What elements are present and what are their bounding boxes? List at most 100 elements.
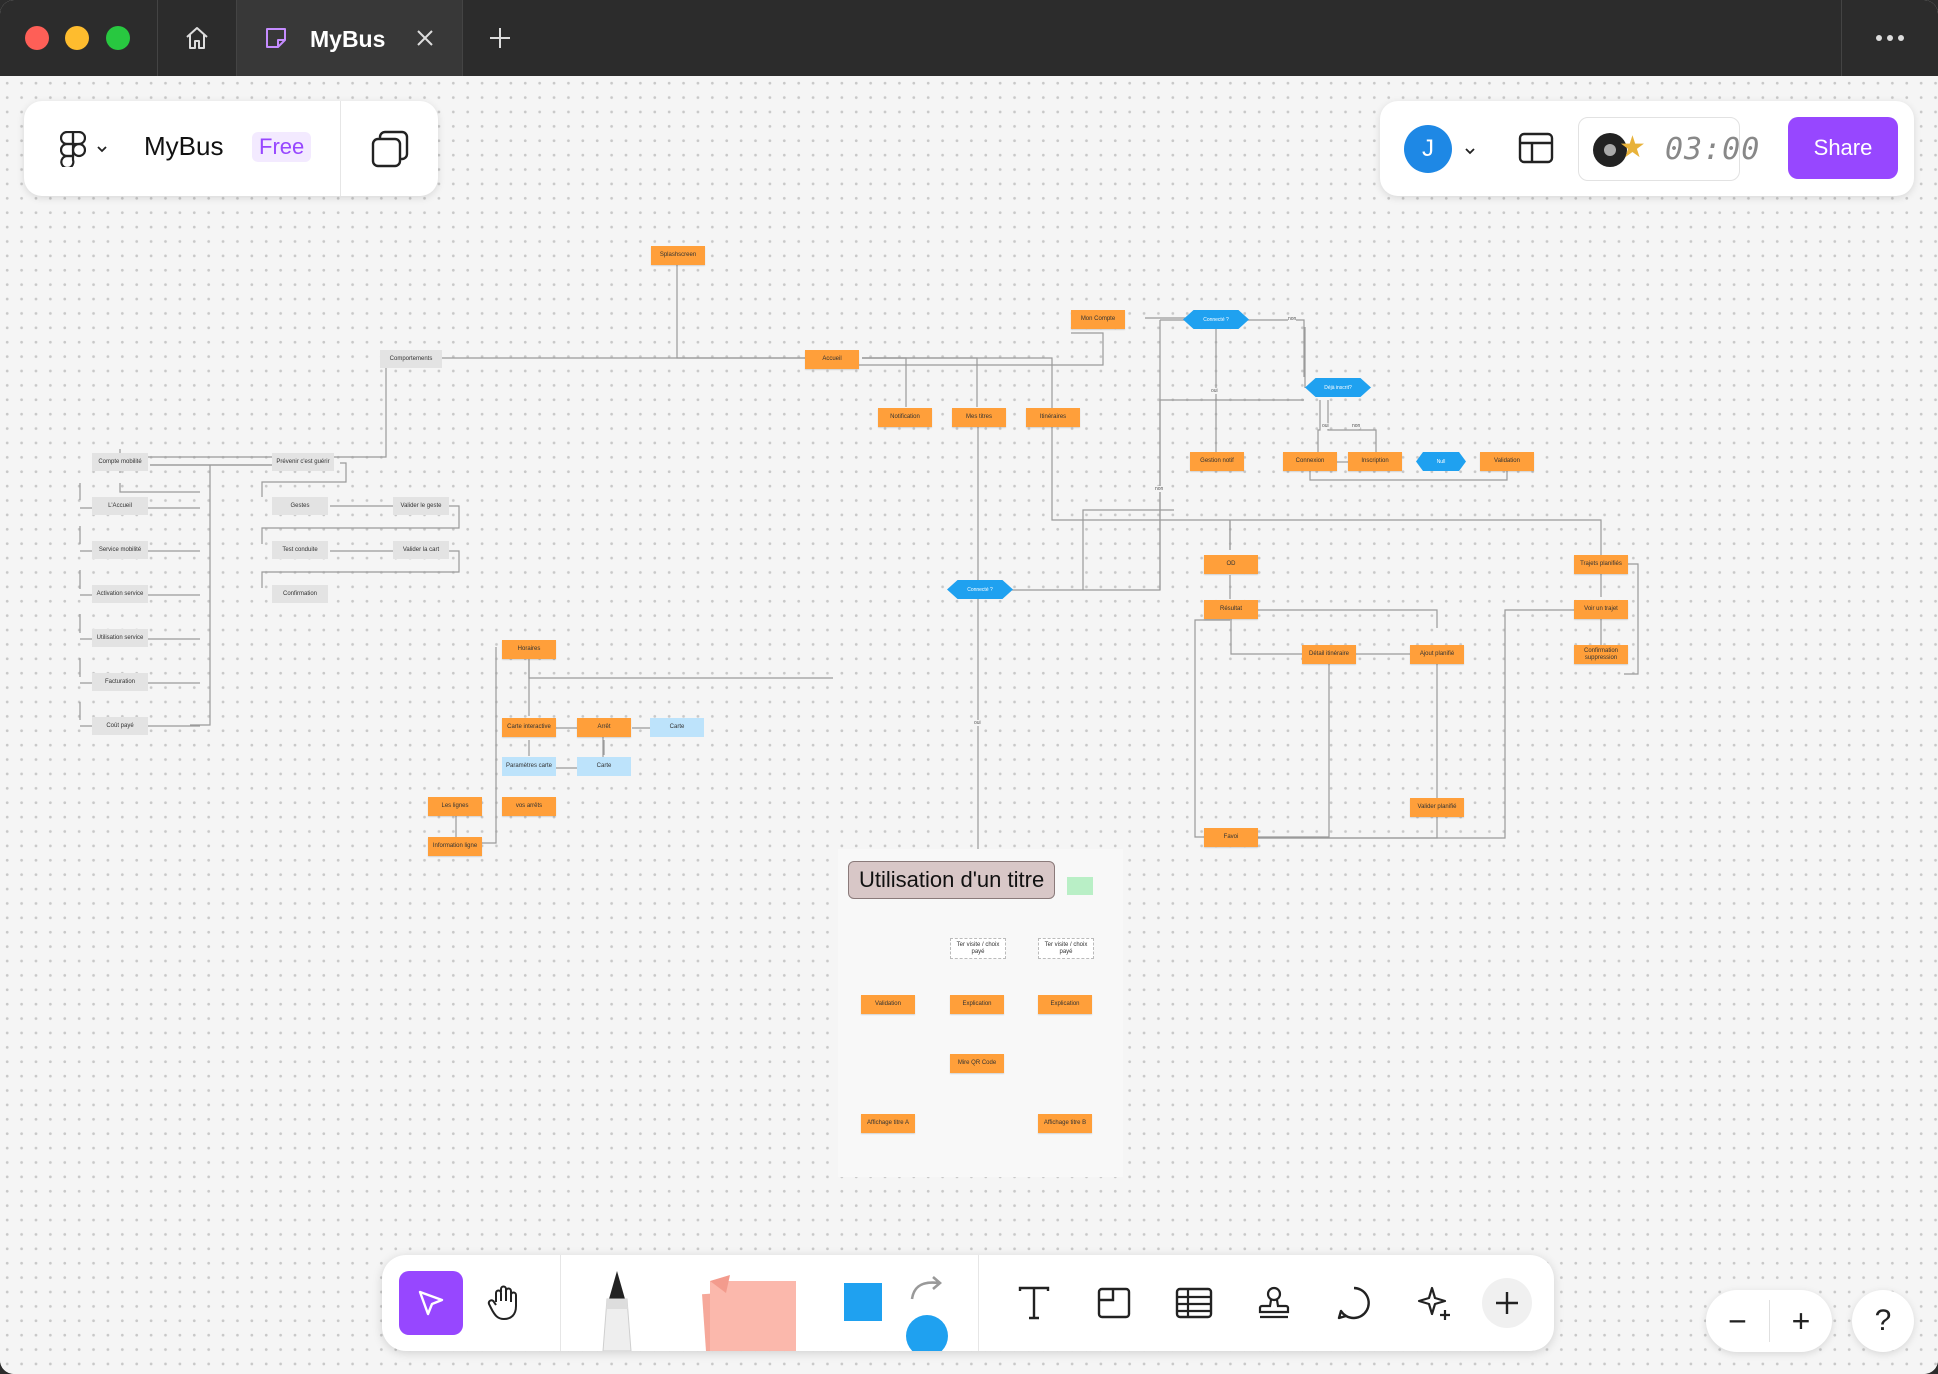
edge-label-non-3: non: [1155, 486, 1164, 492]
chevron-down-icon[interactable]: [1464, 143, 1476, 161]
node-vos-arrets[interactable]: vos arrêts: [502, 797, 556, 816]
node-compte-mobilite[interactable]: Compte mobilité: [92, 453, 148, 471]
pages-icon[interactable]: [370, 129, 410, 174]
node-carte-2[interactable]: Carte: [577, 757, 631, 776]
node-valider-geste[interactable]: Valider le geste: [393, 497, 449, 515]
table-icon[interactable]: [1162, 1271, 1226, 1335]
move-icon[interactable]: [399, 1271, 463, 1335]
file-panel: MyBus Free: [24, 101, 438, 196]
circle-shape-icon[interactable]: [906, 1315, 948, 1351]
node-activation-service[interactable]: Activation service: [92, 585, 148, 603]
plan-badge[interactable]: Free: [252, 132, 312, 162]
node-les-lignes[interactable]: Les lignes: [428, 797, 482, 816]
node-validation-2[interactable]: Validation: [861, 995, 915, 1014]
node-information-ligne[interactable]: Information ligne: [428, 837, 482, 856]
node-l-accueil[interactable]: L'Accueil: [92, 497, 148, 515]
title-bar: MyBus: [0, 0, 1938, 76]
connector-icon[interactable]: [907, 1273, 947, 1303]
node-null[interactable]: Null: [1416, 452, 1466, 471]
new-tab-icon[interactable]: [480, 0, 520, 76]
star-icon: ★: [1619, 131, 1646, 164]
node-valider-planifie[interactable]: Valider planifié: [1410, 798, 1464, 817]
node-explication-1[interactable]: Explication: [950, 995, 1004, 1014]
home-icon[interactable]: [158, 0, 236, 76]
node-favoi[interactable]: Favoi: [1204, 828, 1258, 847]
add-icon[interactable]: [1482, 1278, 1532, 1328]
node-mire-qr[interactable]: Mire QR Code: [950, 1054, 1004, 1073]
node-ter-2[interactable]: Ter visite / choix payé: [1038, 938, 1094, 959]
zoom-in-button[interactable]: +: [1791, 1302, 1811, 1339]
node-od[interactable]: OD: [1204, 555, 1258, 574]
node-prevenir[interactable]: Prévenir c'est guérir: [272, 453, 334, 471]
stamp-icon[interactable]: [1242, 1271, 1306, 1335]
section-icon[interactable]: [1082, 1271, 1146, 1335]
node-arret[interactable]: Arrêt: [577, 718, 631, 737]
node-resultat[interactable]: Résultat: [1204, 600, 1258, 619]
node-accueil[interactable]: Accueil: [805, 350, 859, 369]
decision-deja-inscrit[interactable]: Déjà inscrit?: [1305, 378, 1371, 397]
node-green[interactable]: [1067, 877, 1093, 895]
node-inscription[interactable]: Inscription: [1348, 452, 1402, 471]
node-ter-1[interactable]: Ter visite / choix payé: [950, 938, 1006, 959]
close-window-button[interactable]: [25, 26, 49, 50]
decision-connecte-2[interactable]: Connecté ?: [947, 580, 1013, 599]
node-test-conduite[interactable]: Test conduite: [272, 541, 328, 559]
music-icon[interactable]: [1593, 133, 1627, 167]
node-utilisation-service[interactable]: Utilisation service: [92, 629, 148, 647]
avatar[interactable]: J: [1404, 125, 1452, 173]
figma-logo-icon[interactable]: [59, 130, 87, 172]
shape-icon[interactable]: [842, 1281, 884, 1323]
node-facturation[interactable]: Facturation: [92, 673, 148, 691]
node-ajout-planifie[interactable]: Ajout planifié: [1410, 645, 1464, 664]
node-cout-paye[interactable]: Coût payé: [92, 717, 148, 735]
timer-widget[interactable]: ★ 03:00: [1578, 117, 1759, 181]
node-notification[interactable]: Notification: [878, 408, 932, 427]
ai-sparkle-icon[interactable]: [1402, 1271, 1466, 1335]
node-comportements[interactable]: Comportements: [380, 350, 442, 368]
node-itineraires[interactable]: Itinéraires: [1026, 408, 1080, 427]
node-valider-carte[interactable]: Valider la cart: [393, 541, 449, 559]
more-icon[interactable]: [1870, 0, 1910, 76]
file-name[interactable]: MyBus: [144, 131, 224, 161]
node-gestes[interactable]: Gestes: [272, 497, 328, 515]
node-carte-1[interactable]: Carte: [650, 718, 704, 737]
close-icon[interactable]: [405, 0, 445, 76]
node-splashscreen[interactable]: Splashscreen: [651, 246, 705, 265]
minimize-window-button[interactable]: [65, 26, 89, 50]
node-mes-titres[interactable]: Mes titres: [952, 408, 1006, 427]
tab-title: MyBus: [310, 26, 386, 52]
decision-connecte-1[interactable]: Connecté ?: [1183, 310, 1249, 329]
node-parametres-carte[interactable]: Paramètres carte: [502, 757, 556, 776]
tab-mybus[interactable]: [237, 0, 462, 76]
node-affichage-b[interactable]: Affichage titre B: [1038, 1114, 1092, 1133]
board-canvas[interactable]: [0, 76, 1938, 1374]
node-affichage-a[interactable]: Affichage titre A: [861, 1114, 915, 1133]
sticky-note-icon[interactable]: [694, 1273, 804, 1351]
node-confirmation[interactable]: Confirmation: [272, 585, 328, 603]
node-trajets-planifies[interactable]: Trajets planifiés: [1574, 555, 1628, 574]
node-detail-itineraire[interactable]: Détail itinéraire: [1302, 645, 1356, 664]
pen-icon[interactable]: [587, 1269, 647, 1351]
node-confirmation-suppression[interactable]: Confirmation suppression: [1574, 645, 1628, 664]
node-horaires[interactable]: Horaires: [502, 640, 556, 659]
comment-icon[interactable]: [1322, 1271, 1386, 1335]
node-validation[interactable]: Validation: [1480, 452, 1534, 471]
chevron-down-icon[interactable]: [96, 141, 108, 159]
edge-label-non-2: non: [1352, 423, 1361, 429]
zoom-window-button[interactable]: [106, 26, 130, 50]
node-voir-trajet[interactable]: Voir un trajet: [1574, 600, 1628, 619]
node-service-mobilite[interactable]: Service mobilité: [92, 541, 148, 559]
help-button[interactable]: ?: [1852, 1290, 1914, 1352]
hand-icon[interactable]: [472, 1271, 536, 1335]
node-explication-2[interactable]: Explication: [1038, 995, 1092, 1014]
section-title[interactable]: Utilisation d'un titre: [848, 861, 1056, 899]
node-gestion-notif[interactable]: Gestion notif: [1190, 452, 1244, 471]
zoom-out-button[interactable]: −: [1728, 1302, 1747, 1339]
text-icon[interactable]: [1002, 1271, 1066, 1335]
node-carte-interactive[interactable]: Carte interactive: [502, 718, 556, 737]
node-connexion[interactable]: Connexion: [1283, 452, 1337, 471]
share-button[interactable]: Share: [1788, 117, 1898, 179]
layout-icon[interactable]: [1518, 131, 1554, 170]
node-mon-compte[interactable]: Mon Compte: [1071, 310, 1125, 329]
